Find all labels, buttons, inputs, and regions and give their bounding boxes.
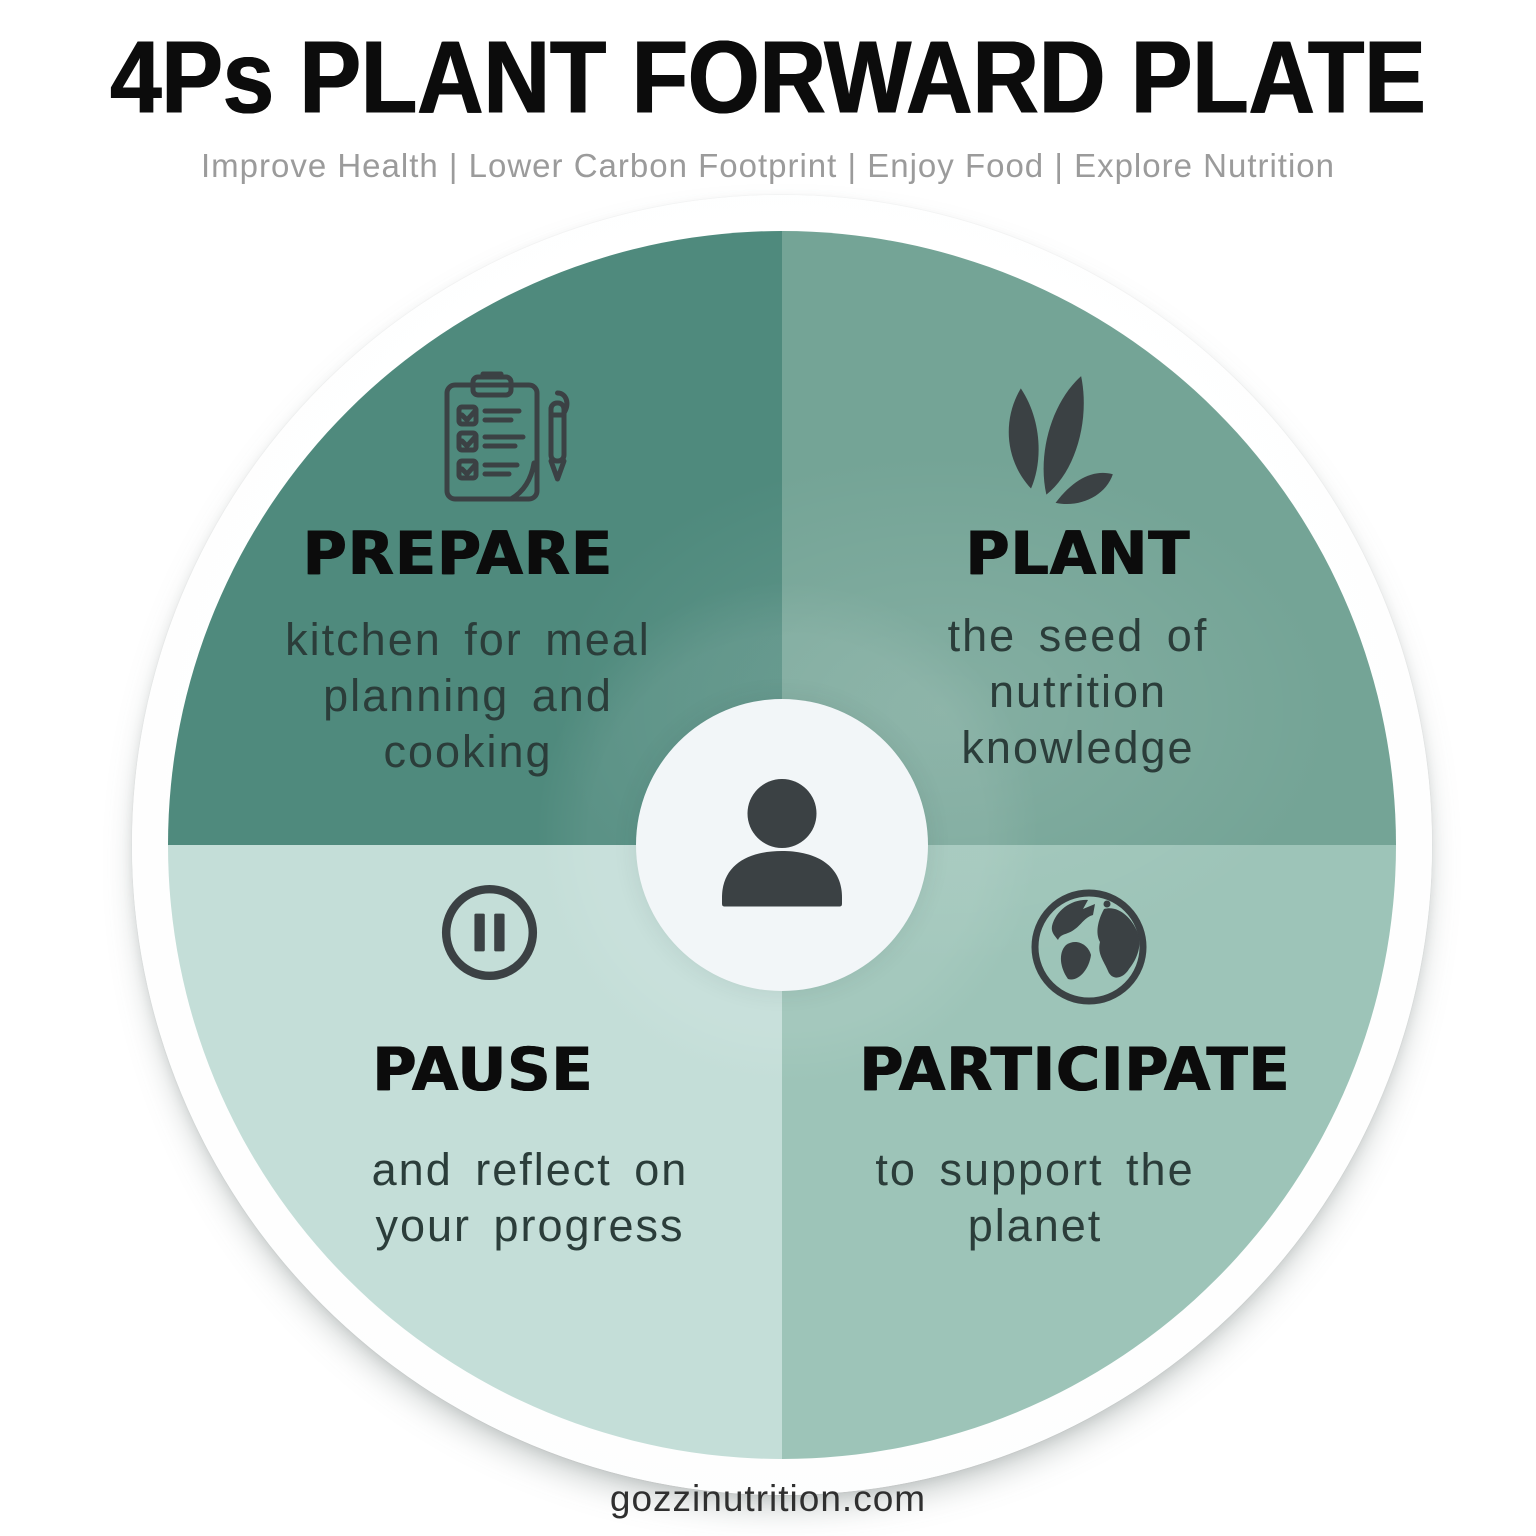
prepare-description-line: cooking bbox=[383, 726, 553, 777]
prepare-description: kitchen for meal planning and cooking bbox=[228, 612, 708, 780]
plant-description-line: the seed of bbox=[947, 610, 1209, 661]
clipboard-checklist-icon bbox=[425, 368, 575, 510]
pause-icon bbox=[433, 876, 546, 989]
prepare-heading: PREPARE bbox=[302, 519, 614, 589]
pause-description: and reflect on your progress bbox=[290, 1142, 770, 1254]
page-title: 4Ps PLANT FORWARD PLATE bbox=[110, 20, 1426, 135]
center-person-badge bbox=[636, 699, 928, 991]
plate bbox=[132, 195, 1432, 1495]
page-subtitle: Improve Health | Lower Carbon Footprint … bbox=[200, 147, 1336, 184]
pause-description-line: your progress bbox=[375, 1200, 685, 1251]
pause-heading: PAUSE bbox=[372, 1035, 594, 1105]
participate-description-line: planet bbox=[967, 1200, 1103, 1251]
participate-description-line: to support the bbox=[875, 1144, 1195, 1195]
plant-description-line: knowledge bbox=[961, 722, 1195, 773]
plant-description: the seed of nutrition knowledge bbox=[848, 608, 1308, 776]
participate-heading: PARTICIPATE bbox=[859, 1035, 1291, 1105]
prepare-description-line: kitchen for meal bbox=[285, 614, 651, 665]
leaves-icon bbox=[985, 372, 1120, 510]
earth-icon bbox=[1023, 882, 1155, 1012]
plant-description-line: nutrition bbox=[988, 666, 1168, 717]
prepare-description-line: planning and bbox=[323, 670, 613, 721]
pause-description-line: and reflect on bbox=[371, 1144, 689, 1195]
participate-description: to support the planet bbox=[795, 1142, 1275, 1254]
person-icon bbox=[722, 779, 842, 907]
plant-heading: PLANT bbox=[965, 519, 1191, 589]
website-footer: gozzinutrition.com bbox=[609, 1478, 927, 1519]
